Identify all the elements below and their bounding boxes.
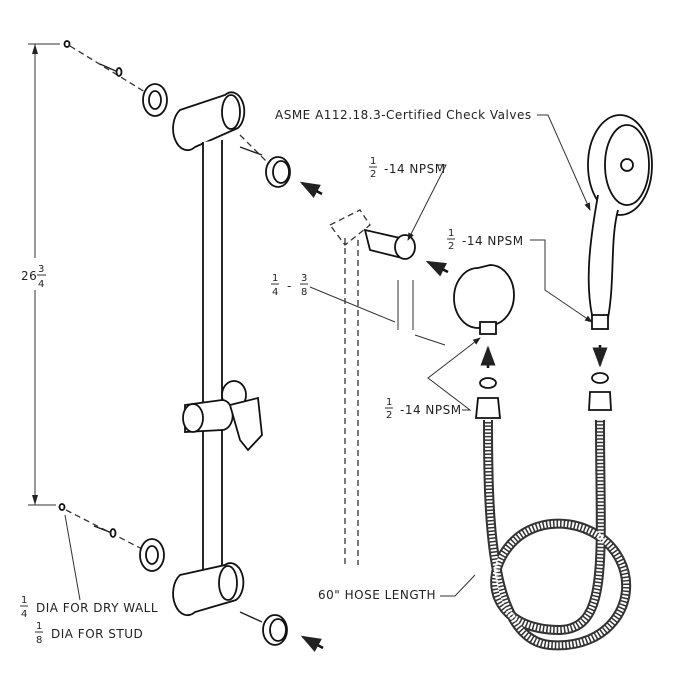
hand-shower	[587, 114, 653, 411]
hose-nut-right	[588, 391, 612, 411]
npsm-shower-label: 1 2 -14 NPSM	[447, 228, 524, 252]
slide-bar	[182, 140, 263, 586]
bottom-mount-assembly	[58, 503, 324, 653]
washer	[479, 377, 497, 389]
hose-length-label: 60" HOSE LENGTH	[318, 588, 436, 602]
elbow-nipple	[394, 234, 416, 260]
svg-text:-14 NPSM: -14 NPSM	[462, 234, 524, 248]
gap-dimension-label: 1 4 - 3 8	[271, 273, 308, 298]
svg-text:2: 2	[386, 410, 393, 421]
svg-text:8: 8	[301, 287, 308, 298]
svg-text:3: 3	[301, 273, 308, 284]
svg-text:1: 1	[370, 156, 377, 167]
check-valves-label: ASME A112.18.3-Certified Check Valves	[275, 108, 532, 122]
svg-text:2: 2	[448, 241, 455, 252]
height-den: 4	[38, 279, 45, 290]
top-mount-assembly	[63, 40, 323, 199]
svg-text:DIA FOR STUD: DIA FOR STUD	[51, 627, 143, 641]
svg-text:1: 1	[448, 228, 455, 239]
height-dimension: 26 3 4	[18, 43, 60, 506]
arrow-icon	[300, 635, 324, 653]
svg-text:4: 4	[21, 609, 28, 620]
svg-text:4: 4	[272, 287, 279, 298]
wall-flange	[453, 264, 515, 419]
screw-top	[99, 63, 123, 77]
screw-bottom	[93, 525, 117, 538]
npsm-flange-label: 1 2 -14 NPSM	[385, 397, 462, 421]
svg-text:-14 NPSM: -14 NPSM	[384, 162, 446, 176]
anchor-hole-top	[63, 40, 71, 48]
svg-text:2: 2	[370, 169, 377, 180]
arrow-icon	[299, 181, 323, 199]
svg-text:-: -	[287, 279, 292, 293]
anchor-hole-bottom	[58, 503, 66, 511]
wall-elbow	[309, 209, 449, 565]
svg-text:1: 1	[386, 397, 393, 408]
stud-label: 1 8 DIA FOR STUD	[35, 621, 143, 646]
shower-holder	[228, 396, 263, 452]
drywall-label: 1 4 DIA FOR DRY WALL	[20, 595, 158, 620]
svg-text:1: 1	[36, 621, 43, 632]
height-num: 3	[38, 264, 45, 275]
svg-text:-14 NPSM: -14 NPSM	[400, 403, 462, 417]
svg-text:DIA FOR DRY WALL: DIA FOR DRY WALL	[36, 601, 158, 615]
height-whole: 26	[21, 269, 37, 283]
arrow-icon	[425, 260, 449, 277]
svg-text:1: 1	[272, 273, 279, 284]
svg-text:1: 1	[21, 595, 28, 606]
svg-text:8: 8	[36, 635, 43, 646]
hose-nut-left	[475, 397, 501, 419]
npsm-elbow-label: 1 2 -14 NPSM	[369, 156, 446, 180]
